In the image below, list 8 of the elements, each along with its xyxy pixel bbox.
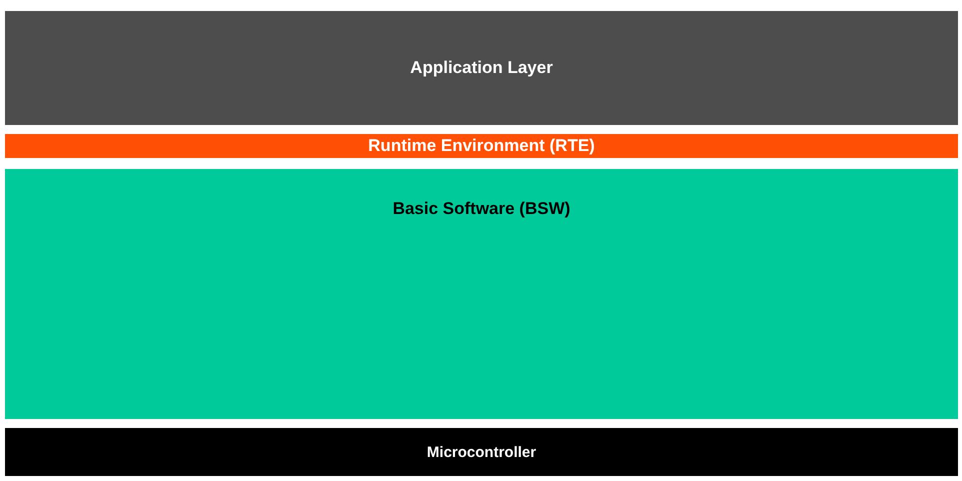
layer-title: Basic Software (BSW) [392,199,570,219]
layer-title: Microcontroller [426,444,536,460]
basic-software-band [5,169,958,419]
layer-title: Runtime Environment (RTE) [368,136,595,156]
layer-title: Application Layer [410,58,553,78]
application-layer-band [5,11,958,125]
microcontroller-band [5,428,958,476]
runtime-environment-band [5,134,958,158]
